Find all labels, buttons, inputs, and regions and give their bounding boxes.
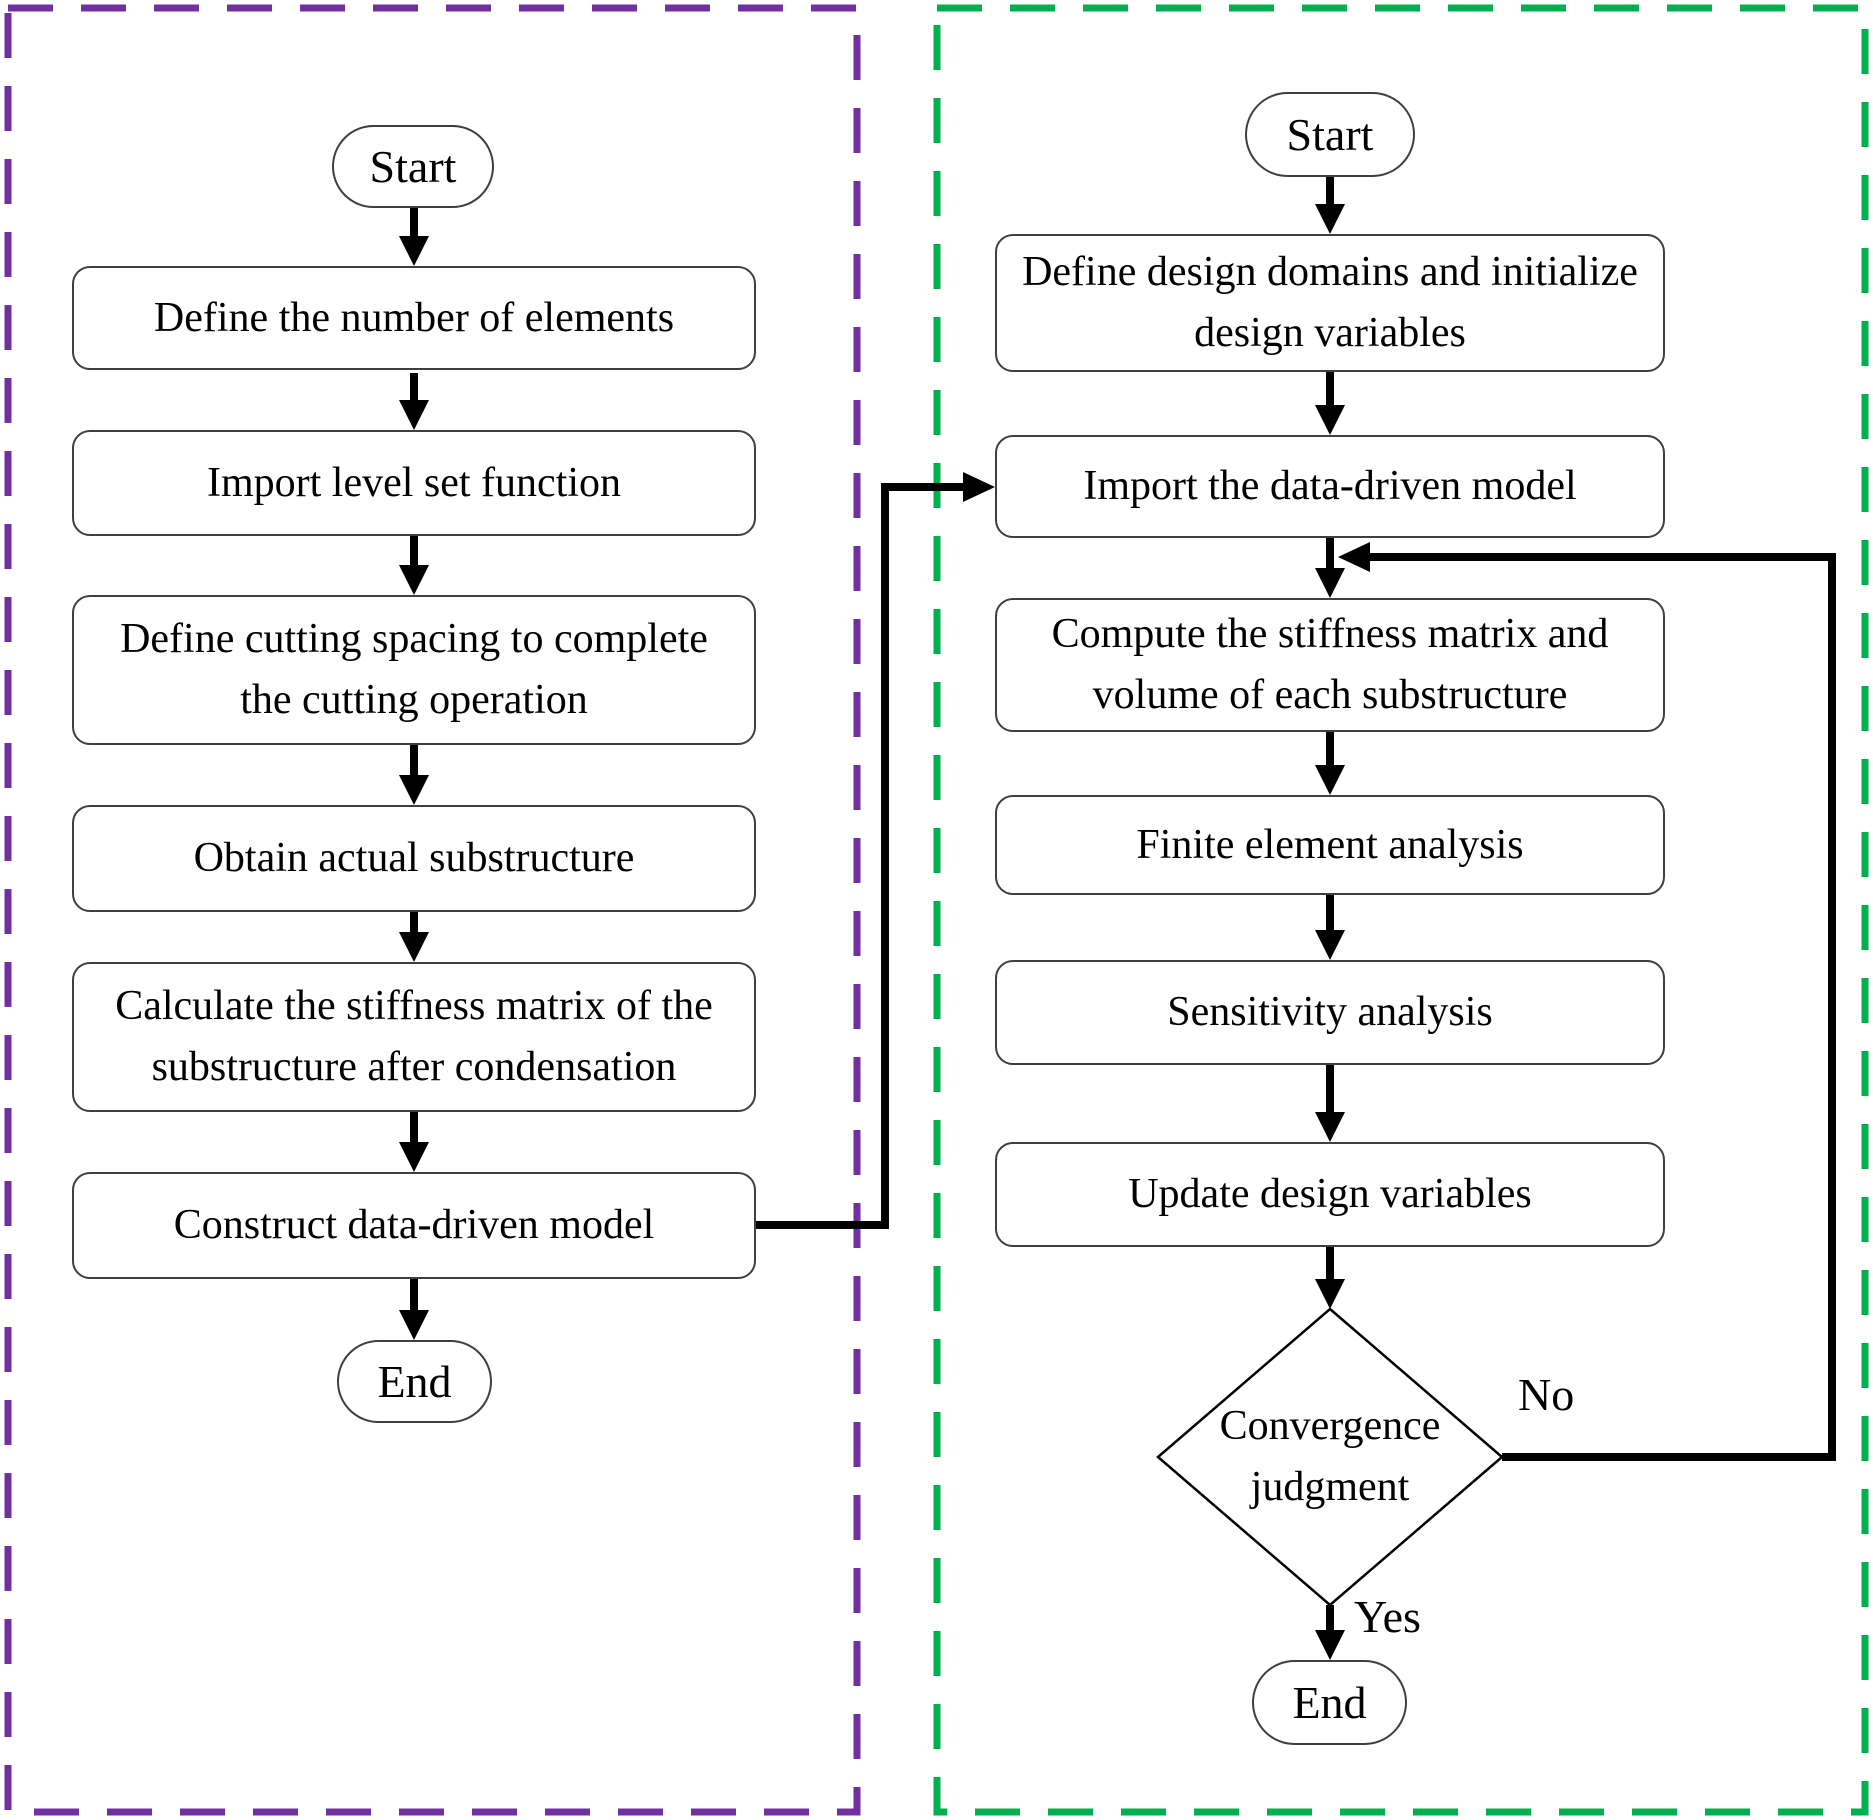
left-step-define-cutting-spacing: Define cutting spacing to complete the c… xyxy=(72,595,756,745)
decision-diamond-shape xyxy=(1156,1307,1504,1607)
yes-edge-label: Yes xyxy=(1354,1591,1421,1642)
left-end-node: End xyxy=(337,1340,492,1423)
decision-diamond-label: Convergence judgment xyxy=(1219,1403,1441,1510)
right-step-update-design-variables: Update design variables xyxy=(995,1142,1665,1247)
right-step-compute-stiffness-and-volume: Compute the stiffness matrix and volume … xyxy=(995,598,1665,732)
left-step-import-level-set-function: Import level set function xyxy=(72,430,756,536)
right-end-node: End xyxy=(1252,1660,1407,1745)
left-panel-border xyxy=(4,4,861,1816)
no-loop-line xyxy=(1365,553,1836,1461)
left-step-obtain-actual-substructure: Obtain actual substructure xyxy=(72,805,756,912)
right-step-import-data-driven-model: Import the data-driven model xyxy=(995,435,1665,538)
no-loop-arrowhead xyxy=(1338,542,1370,572)
right-step-finite-element-analysis: Finite element analysis xyxy=(995,795,1665,895)
left-flow-arrowheads xyxy=(399,236,429,1340)
right-step-sensitivity-analysis: Sensitivity analysis xyxy=(995,960,1665,1065)
cross-panel-connector-arrowhead xyxy=(963,472,995,502)
left-step-define-number-of-elements: Define the number of elements xyxy=(72,266,756,370)
cross-panel-connector-line xyxy=(752,483,968,1229)
right-start-node: Start xyxy=(1245,92,1415,177)
left-step-calculate-stiffness-matrix: Calculate the stiffness matrix of the su… xyxy=(72,962,756,1112)
right-panel-border xyxy=(933,4,1869,1816)
left-step-construct-data-driven-model: Construct data-driven model xyxy=(72,1172,756,1279)
right-flow-arrowheads xyxy=(1315,204,1345,1660)
no-edge-label: No xyxy=(1518,1369,1575,1420)
left-start-node: Start xyxy=(332,125,494,208)
right-step-define-design-domains: Define design domains and initialize des… xyxy=(995,234,1665,372)
